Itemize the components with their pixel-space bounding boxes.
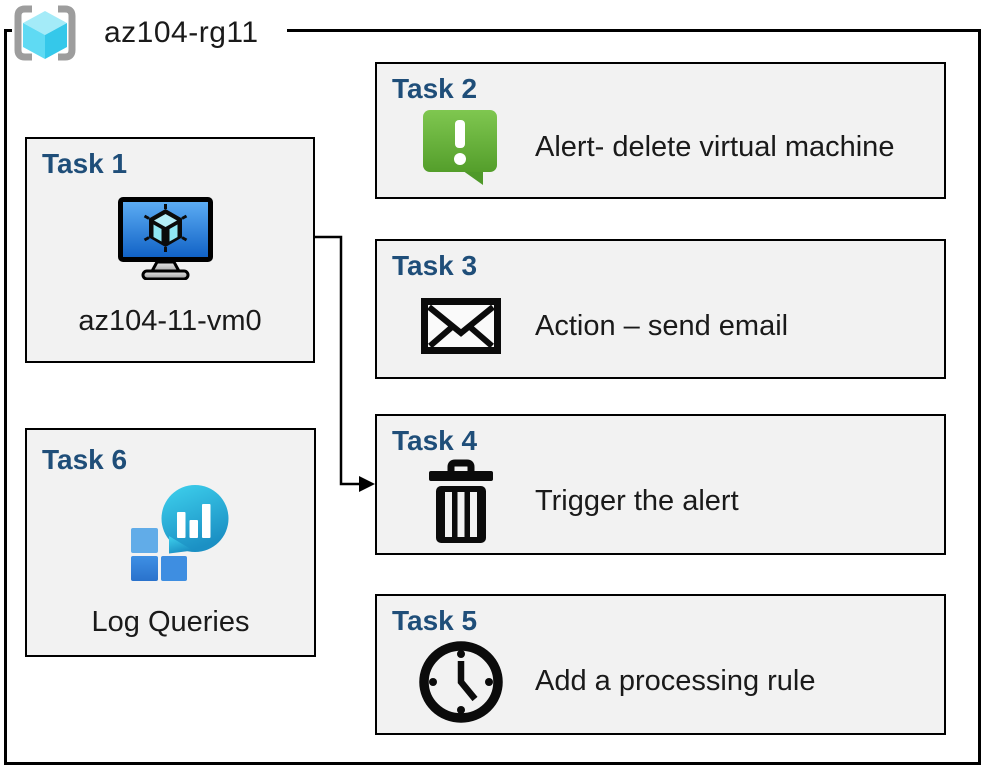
task3-box: Task 3 Action – send email (375, 239, 946, 379)
task5-title: Task 5 (392, 605, 478, 636)
log-analytics-icon (131, 484, 232, 587)
task1-title: Task 1 (42, 148, 128, 179)
task6-box: Task 6 Log Q (25, 428, 316, 657)
task4-title: Task 4 (392, 425, 478, 456)
task5-box: Task 5 Add a processing rule (375, 594, 946, 735)
alert-message-icon (413, 108, 509, 187)
task5-label: Add a processing rule (535, 665, 816, 697)
vm-name-label: az104-11-vm0 (78, 305, 262, 337)
task3-title: Task 3 (392, 250, 478, 281)
resource-group-border (4, 29, 981, 765)
task2-box: Task 2 Alert- delete virtual machine (375, 62, 946, 199)
task6-title: Task 6 (42, 444, 128, 475)
clock-icon (413, 639, 509, 725)
task1-box: Task 1 (25, 137, 315, 363)
task4-label: Trigger the alert (535, 485, 739, 517)
task2-label: Alert- delete virtual machine (535, 131, 895, 163)
email-envelope-icon (413, 298, 509, 354)
task4-box: Task 4 Trigger the alert (375, 414, 946, 555)
resource-group-icon (14, 5, 76, 61)
task3-label: Action – send email (535, 309, 789, 342)
resource-group-name: az104-rg11 (104, 16, 259, 49)
trash-delete-icon (413, 459, 509, 544)
log-queries-label: Log Queries (91, 606, 250, 638)
resource-group-header: az104-rg11 (12, 2, 287, 64)
virtual-machine-icon (117, 196, 214, 285)
task2-title: Task 2 (392, 73, 478, 104)
